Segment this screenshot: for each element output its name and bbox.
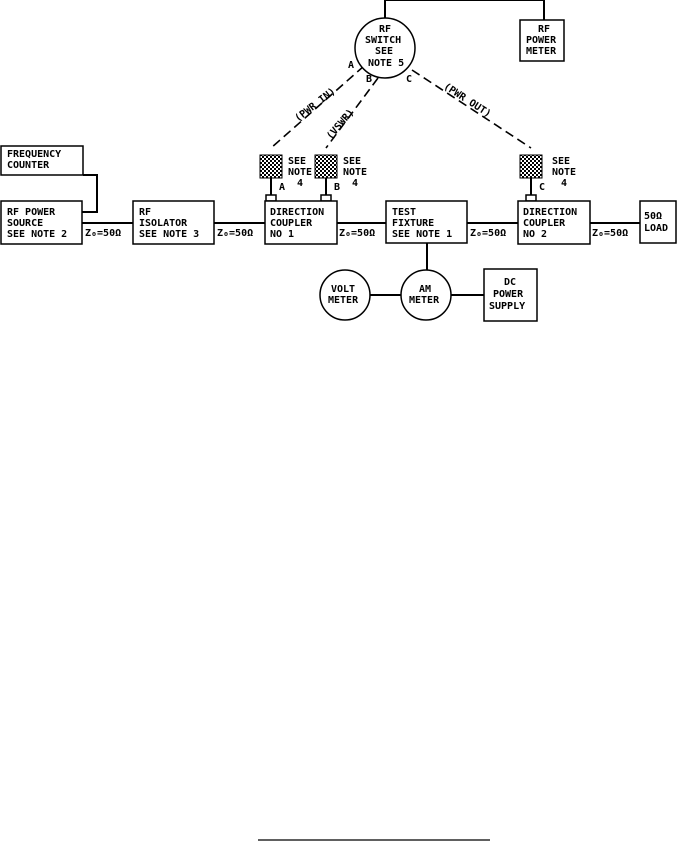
svg-text:RF: RF (139, 207, 151, 218)
svg-text:4: 4 (352, 178, 358, 189)
sensor-b-note: SEE NOTE 4 (343, 156, 367, 189)
switch-port-c: C (406, 74, 412, 85)
svg-text:SEE: SEE (343, 156, 361, 167)
sensor-c-note: SEE NOTE 4 (552, 156, 576, 189)
test-fixture: TEST FIXTURE SEE NOTE 1 (385, 200, 468, 244)
svg-text:NOTE: NOTE (288, 167, 312, 178)
svg-text:VOLT: VOLT (331, 284, 355, 295)
svg-text:COUPLER: COUPLER (270, 218, 313, 229)
svg-text:NOTE 5: NOTE 5 (368, 58, 404, 69)
sensor-b-icon (314, 154, 338, 179)
svg-text:SEE: SEE (288, 156, 306, 167)
svg-text:ISOLATOR: ISOLATOR (139, 218, 188, 229)
impedance-label-3: Z₀=50Ω (339, 228, 375, 239)
svg-text:METER: METER (409, 295, 440, 306)
svg-text:SEE NOTE 3: SEE NOTE 3 (139, 229, 199, 240)
svg-text:NOTE: NOTE (343, 167, 367, 178)
impedance-label-2: Z₀=50Ω (217, 228, 253, 239)
dc-power-supply: DC POWER SUPPLY (483, 268, 538, 322)
svg-text:SEE: SEE (552, 156, 570, 167)
svg-text:RF POWER: RF POWER (7, 207, 56, 218)
svg-text:LOAD: LOAD (644, 223, 668, 234)
svg-text:AM: AM (419, 284, 431, 295)
svg-text:NOTE: NOTE (552, 167, 576, 178)
svg-text:POWER: POWER (526, 35, 557, 46)
svg-text:SUPPLY: SUPPLY (489, 301, 525, 312)
svg-text:4: 4 (561, 178, 567, 189)
svg-text:50Ω: 50Ω (644, 211, 662, 222)
rf-power-source: RF POWER SOURCE SEE NOTE 2 (0, 200, 83, 245)
port-c-label: C (539, 182, 545, 193)
svg-text:RF: RF (538, 24, 550, 35)
svg-text:FREQUENCY: FREQUENCY (7, 149, 61, 160)
direction-coupler-1: DIRECTION COUPLER NO 1 (264, 200, 338, 245)
sensor-a-note: SEE NOTE 4 (288, 156, 312, 189)
rf-switch: RF SWITCH SEE NOTE 5 (354, 17, 416, 79)
svg-text:TEST: TEST (392, 207, 416, 218)
svg-text:DIRECTION: DIRECTION (523, 207, 577, 218)
direction-coupler-2: DIRECTION COUPLER NO 2 (517, 200, 591, 245)
label-vswr: (VSWR) (325, 107, 357, 142)
sensor-c-icon (519, 154, 543, 179)
port-a-label: A (279, 182, 285, 193)
switch-port-a: A (348, 60, 354, 71)
switch-port-b: B (366, 74, 372, 85)
volt-meter: VOLT METER (319, 269, 371, 321)
counter-connection (82, 174, 98, 213)
impedance-label-5: Z₀=50Ω (592, 228, 628, 239)
port-b-label: B (334, 182, 340, 193)
label-pwr-in: (PWR IN) (293, 86, 338, 124)
svg-text:RF: RF (379, 24, 391, 35)
sensor-a-icon (259, 154, 283, 179)
svg-text:FIXTURE: FIXTURE (392, 218, 434, 229)
svg-text:SOURCE: SOURCE (7, 218, 43, 229)
svg-text:SEE: SEE (375, 46, 393, 57)
svg-text:4: 4 (297, 178, 303, 189)
svg-text:DC: DC (504, 277, 516, 288)
svg-text:SEE NOTE 1: SEE NOTE 1 (392, 229, 452, 240)
rf-isolator: RF ISOLATOR SEE NOTE 3 (132, 200, 215, 245)
frequency-counter: FREQUENCY COUNTER (0, 145, 84, 176)
impedance-label-4: Z₀=50Ω (470, 228, 506, 239)
load-50-ohm: 50Ω LOAD (639, 200, 677, 244)
meter-connection (384, 0, 545, 20)
impedance-label-1: Z₀=50Ω (85, 228, 121, 239)
svg-text:COUPLER: COUPLER (523, 218, 566, 229)
svg-text:SEE NOTE 2: SEE NOTE 2 (7, 229, 67, 240)
rf-power-meter: RF POWER METER (519, 19, 565, 62)
am-meter: AM METER (400, 269, 452, 321)
svg-text:DIRECTION: DIRECTION (270, 207, 324, 218)
svg-text:SWITCH: SWITCH (365, 35, 401, 46)
svg-text:NO 2: NO 2 (523, 229, 547, 240)
svg-text:METER: METER (526, 46, 557, 57)
dc-circuit-lines (369, 243, 484, 296)
sensor-connectors (265, 178, 537, 202)
label-pwr-out: (PWR OUT) (441, 81, 492, 120)
svg-text:COUNTER: COUNTER (7, 160, 50, 171)
svg-text:METER: METER (328, 295, 359, 306)
svg-text:NO 1: NO 1 (270, 229, 294, 240)
dashed-paths (270, 65, 532, 149)
svg-text:POWER: POWER (493, 289, 524, 300)
